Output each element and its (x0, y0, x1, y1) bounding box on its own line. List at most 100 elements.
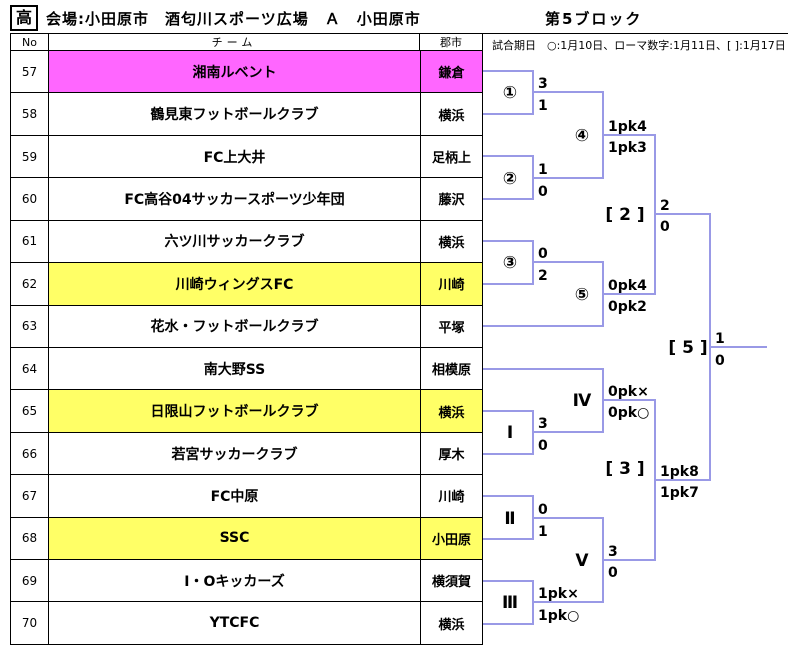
team-city: 足柄上 (421, 135, 483, 178)
match-V-score-bottom: 0 (608, 565, 618, 581)
team-name: YTCFC (49, 602, 421, 644)
match-1-score-top: 3 (538, 76, 548, 92)
team-table: 57 湘南ルベント 鎌倉 58 鶴見東フットボールクラブ 横浜 59 FC上大井… (10, 51, 483, 645)
table-row: 63 花水・フットボールクラブ 平塚 (11, 305, 483, 348)
match-III-label: Ⅲ (502, 593, 518, 613)
team-name: 六ツ川サッカークラブ (49, 220, 421, 263)
team-city: 川崎 (421, 263, 483, 305)
team-name: 湘南ルベント (49, 51, 421, 93)
team-no: 59 (11, 135, 49, 178)
team-no: 60 (11, 178, 49, 220)
team-city: 相模原 (421, 347, 483, 390)
match-II-score-bottom: 1 (538, 524, 548, 540)
match-3-label: ③ (503, 253, 517, 273)
team-city: 横浜 (421, 602, 483, 644)
bracket-diagram: ① 3 1 ② 1 0 ④ 1pk4 1pk3 ③ 0 2 ⑤ 0pk4 0pk… (483, 70, 767, 625)
match-II-label: Ⅱ (504, 509, 515, 529)
match-5-score-top: 0pk4 (608, 278, 647, 294)
match-3-score-top: 0 (538, 246, 548, 262)
final-5-score-top: 1 (715, 331, 725, 347)
team-city: 藤沢 (421, 178, 483, 220)
team-no: 63 (11, 305, 49, 347)
semifinal-3-score-top: 1pk8 (660, 464, 699, 480)
bracket-lines-top (483, 70, 711, 327)
semifinal-3-label: [ 3 ] (605, 459, 644, 479)
match-2-score-bottom: 0 (538, 184, 548, 200)
table-row: 61 六ツ川サッカークラブ 横浜 (11, 220, 483, 264)
venue-title: 会場:小田原市 酒匂川スポーツ広場 Ａ 小田原市 (46, 10, 421, 28)
match-I-label: Ⅰ (507, 423, 513, 443)
match-1-label: ① (503, 83, 517, 103)
match-V-label: Ⅴ (575, 551, 589, 571)
match-IV-score-bottom: 0pk○ (608, 405, 649, 421)
team-name: FC上大井 (49, 135, 421, 178)
team-city: 横浜 (421, 390, 483, 432)
team-city: 横浜 (421, 93, 483, 135)
match-2-score-top: 1 (538, 162, 548, 178)
match-2-label: ② (503, 169, 517, 189)
table-row: 65 日限山フットボールクラブ 横浜 (11, 390, 483, 433)
grade-badge: 高 (10, 5, 39, 31)
semifinal-2-score-bottom: 0 (660, 219, 670, 235)
team-no: 58 (11, 93, 49, 135)
match-IV-score-top: 0pk× (608, 384, 649, 400)
team-name: 南大野SS (49, 347, 421, 390)
match-4-label: ④ (575, 126, 589, 146)
team-no: 70 (11, 602, 49, 644)
table-row: 68 SSC 小田原 (11, 517, 483, 561)
table-row: 59 FC上大井 足柄上 (11, 135, 483, 179)
column-header-no: No (11, 34, 49, 50)
match-5-label: ⑤ (575, 285, 589, 305)
match-I-score-top: 3 (538, 416, 548, 432)
team-name: 川崎ウィングスFC (49, 263, 421, 305)
team-name: 若宮サッカークラブ (49, 432, 421, 475)
match-IV-label: Ⅳ (573, 391, 592, 411)
team-name: FC中原 (49, 475, 421, 517)
team-no: 65 (11, 390, 49, 432)
team-city: 厚木 (421, 432, 483, 475)
team-name: 日限山フットボールクラブ (49, 390, 421, 432)
table-row: 69 I・Oキッカーズ 横須賀 (11, 560, 483, 603)
final-5-label: [ 5 ] (668, 338, 707, 358)
team-no: 67 (11, 475, 49, 517)
team-no: 57 (11, 51, 49, 93)
semifinal-3-score-bottom: 1pk7 (660, 485, 699, 501)
semifinal-2-label: [ 2 ] (605, 205, 644, 225)
bracket-lines-final (709, 213, 767, 481)
team-no: 62 (11, 263, 49, 305)
team-city: 川崎 (421, 475, 483, 517)
match-4-score-bottom: 1pk3 (608, 140, 647, 156)
team-city: 平塚 (421, 305, 483, 347)
table-row: 64 南大野SS 相模原 (11, 347, 483, 391)
final-5-score-bottom: 0 (715, 353, 725, 369)
match-III-score-top: 1pk× (538, 586, 579, 602)
column-header-city: 郡市 (440, 36, 462, 49)
match-date-legend: 試合期日 ○:1月10日、ローマ数字:1月11日、[ ]:1月17日 (492, 39, 786, 52)
team-city: 鎌倉 (421, 51, 483, 93)
team-no: 68 (11, 517, 49, 560)
table-row: 67 FC中原 川崎 (11, 475, 483, 518)
match-3-score-bottom: 2 (538, 268, 548, 284)
team-city: 横須賀 (421, 560, 483, 602)
table-row: 70 YTCFC 横浜 (11, 602, 483, 645)
team-city: 小田原 (421, 517, 483, 560)
table-row: 60 FC高谷04サッカースポーツ少年団 藤沢 (11, 178, 483, 221)
table-row: 62 川崎ウィングスFC 川崎 (11, 263, 483, 306)
block-title: 第5ブロック (545, 10, 643, 28)
match-II-score-top: 0 (538, 502, 548, 518)
team-name: 鶴見東フットボールクラブ (49, 93, 421, 135)
team-no: 61 (11, 220, 49, 263)
team-name: SSC (49, 517, 421, 560)
match-I-score-bottom: 0 (538, 438, 548, 454)
table-row: 66 若宮サッカークラブ 厚木 (11, 432, 483, 476)
table-row: 58 鶴見東フットボールクラブ 横浜 (11, 93, 483, 136)
column-header-team: チーム (49, 34, 420, 50)
team-city: 横浜 (421, 220, 483, 263)
bracket-lines-bottom (483, 368, 711, 625)
match-4-score-top: 1pk4 (608, 119, 647, 135)
semifinal-2-score-top: 2 (660, 198, 670, 214)
team-no: 66 (11, 432, 49, 475)
team-name: FC高谷04サッカースポーツ少年団 (49, 178, 421, 220)
match-5-score-bottom: 0pk2 (608, 299, 647, 315)
table-row: 57 湘南ルベント 鎌倉 (11, 51, 483, 94)
